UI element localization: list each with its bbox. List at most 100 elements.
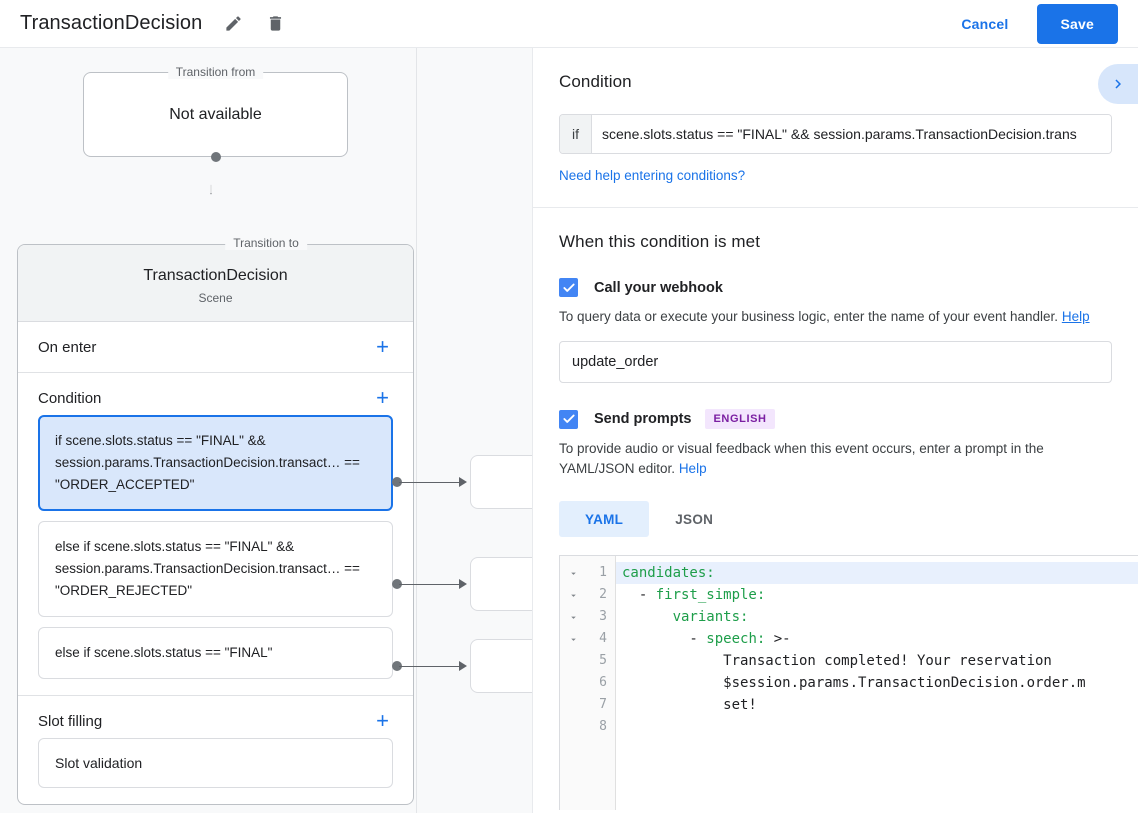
app-header: TransactionDecision Cancel Save (0, 0, 1138, 48)
scene-graph-canvas: Transition from Not available Transition… (0, 48, 532, 813)
slot-validation-item[interactable]: Slot validation (38, 738, 393, 788)
code-line: Transaction completed! Your reservation (622, 653, 1052, 669)
webhook-help-link[interactable]: Help (1061, 309, 1090, 324)
language-badge: ENGLISH (705, 409, 775, 429)
need-help-conditions-link[interactable]: Need help entering conditions? (559, 168, 746, 183)
chevron-right-icon[interactable] (1098, 64, 1138, 104)
code-line: candidates: (616, 562, 1138, 584)
line-number: 8 (599, 719, 607, 734)
code-line: set! (622, 697, 757, 713)
connector-arrow-1 (459, 477, 467, 487)
connector-arrow-2 (459, 579, 467, 589)
connector-dot-2 (392, 579, 402, 589)
section-slot-filling-header: Slot filling + (18, 696, 413, 738)
transition-to-legend: Transition to (225, 236, 307, 250)
when-condition-met-heading: When this condition is met (559, 232, 761, 251)
editor-code-area[interactable]: candidates: - first_simple: variants: - … (616, 556, 1138, 810)
send-prompts-checkbox[interactable] (559, 409, 578, 429)
section-on-enter: On enter + (18, 322, 413, 373)
code-line: - first_simple: (622, 587, 766, 603)
condition-if-row: if (559, 114, 1112, 154)
condition-item-rejected[interactable]: else if scene.slots.status == "FINAL" &&… (38, 521, 393, 617)
yaml-editor[interactable]: 1 2 3 4 5 6 7 8 candidates: - first_simp… (559, 555, 1138, 810)
webhook-checkbox-row: Call your webhook (559, 278, 1112, 297)
flow-arrow-down (210, 184, 212, 195)
code-token-keyword: speech: (706, 631, 766, 647)
code-token-keyword: variants: (672, 609, 749, 625)
connector-line-1 (399, 482, 465, 483)
fold-arrow-1[interactable] (560, 562, 586, 584)
transition-to-scene-panel: TransactionDecision Scene On enter + Con… (17, 244, 414, 805)
section-slot-filling-title: Slot filling (38, 712, 103, 730)
transition-from-value: Not available (169, 105, 262, 123)
code-line (616, 716, 1138, 738)
webhook-description: To query data or execute your business l… (559, 307, 1112, 327)
prompts-help-link[interactable]: Help (678, 461, 707, 476)
webhook-description-text: To query data or execute your business l… (559, 309, 1059, 324)
send-prompts-label: Send prompts (594, 411, 692, 427)
editor-format-tabs: YAML JSON (559, 501, 1112, 537)
add-condition-button[interactable]: + (376, 385, 389, 410)
prompts-description: To provide audio or visual feedback when… (559, 439, 1112, 479)
condition-expression-input[interactable] (592, 115, 1111, 153)
section-on-enter-header: On enter + (18, 322, 413, 372)
trash-icon[interactable] (260, 9, 290, 39)
tab-yaml[interactable]: YAML (559, 501, 650, 537)
condition-details-panel: Condition if Need help entering conditio… (532, 48, 1138, 813)
condition-list: if scene.slots.status == "FINAL" && sess… (18, 415, 413, 695)
connector-dot-3 (392, 661, 402, 671)
section-condition-title: Condition (38, 389, 102, 407)
slot-filling-list: Slot validation (18, 738, 413, 804)
line-number: 6 (599, 675, 607, 690)
scene-subtitle: Scene (198, 291, 233, 305)
connector-dot-1 (392, 477, 402, 487)
connector-line-3 (399, 666, 465, 667)
pencil-icon[interactable] (218, 9, 248, 39)
line-number: 2 (599, 587, 607, 602)
add-on-enter-button[interactable]: + (376, 334, 389, 359)
editor-line-numbers: 1 2 3 4 5 6 7 8 (586, 556, 616, 810)
fold-arrow-2[interactable] (560, 584, 586, 606)
target-stub-3[interactable] (470, 639, 532, 693)
line-number: 3 (599, 609, 607, 624)
tab-json[interactable]: JSON (675, 511, 714, 527)
target-stub-1[interactable] (470, 455, 532, 509)
section-condition: Condition + if scene.slots.status == "FI… (18, 373, 413, 696)
code-line: $session.params.TransactionDecision.orde… (622, 675, 1086, 691)
line-number: 5 (599, 653, 607, 668)
line-number: 1 (599, 565, 607, 580)
page-title: TransactionDecision (20, 12, 203, 34)
code-token-keyword: candidates: (622, 565, 715, 581)
condition-item-final[interactable]: else if scene.slots.status == "FINAL" (38, 627, 393, 679)
transition-from-connector-dot (211, 152, 221, 162)
section-slot-filling: Slot filling + Slot validation (18, 696, 413, 804)
call-webhook-label: Call your webhook (594, 279, 723, 296)
code-line: variants: (616, 606, 1138, 628)
condition-heading: Condition (559, 72, 632, 91)
add-slot-filling-button[interactable]: + (376, 708, 389, 733)
target-stub-2[interactable] (470, 557, 532, 611)
editor-fold-column (560, 556, 586, 810)
code-token-keyword: first_simple: (655, 587, 766, 603)
fold-arrow-3[interactable] (560, 606, 586, 628)
prompts-description-text: To provide audio or visual feedback when… (559, 441, 1044, 476)
save-button[interactable]: Save (1036, 3, 1118, 44)
if-prefix-label: if (560, 115, 592, 153)
condition-item-accepted[interactable]: if scene.slots.status == "FINAL" && sess… (38, 415, 393, 511)
fold-arrow-4[interactable] (560, 628, 586, 650)
event-handler-input[interactable] (559, 341, 1112, 383)
cancel-button[interactable]: Cancel (947, 7, 1022, 41)
code-line: - speech: >- (622, 631, 791, 647)
header-actions: Cancel Save (947, 3, 1118, 44)
line-number: 4 (599, 631, 607, 646)
canvas-divider (416, 48, 417, 813)
section-condition-header: Condition + (18, 373, 413, 415)
scene-title: TransactionDecision (143, 267, 288, 284)
call-webhook-checkbox[interactable] (559, 278, 578, 297)
transition-from-legend: Transition from (167, 65, 264, 79)
transition-from-card: Transition from Not available (83, 65, 348, 157)
condition-block: Condition if Need help entering conditio… (533, 48, 1138, 208)
line-number: 7 (599, 697, 607, 712)
scene-header: TransactionDecision Scene (18, 245, 413, 322)
section-on-enter-title: On enter (38, 338, 97, 356)
